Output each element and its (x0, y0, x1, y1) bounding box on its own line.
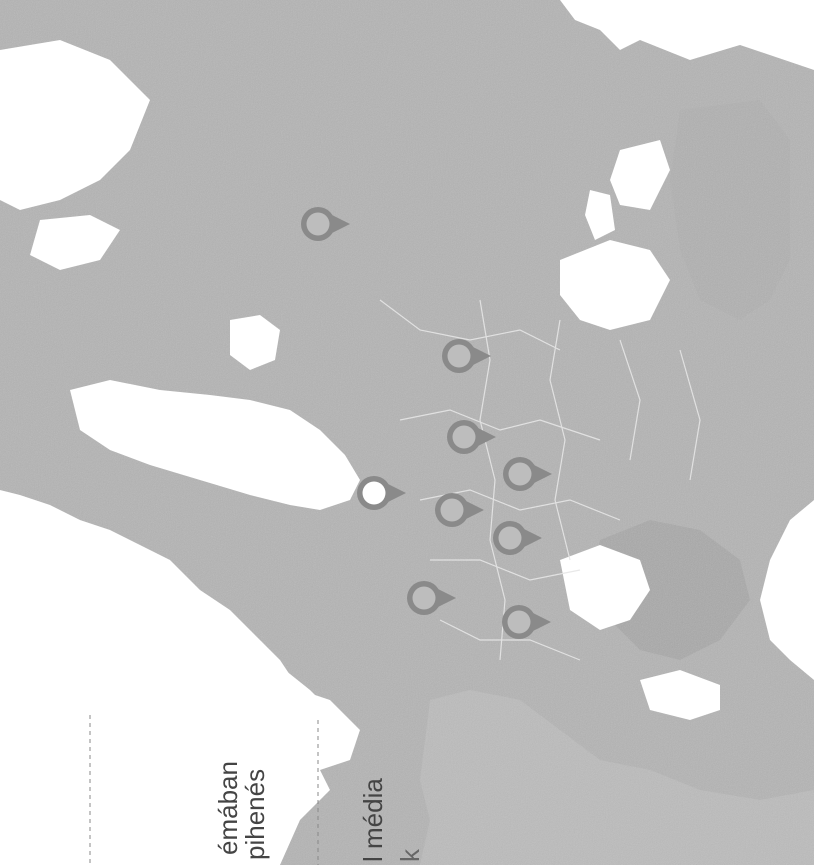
marker-9[interactable] (502, 605, 551, 639)
marker-4[interactable] (503, 457, 552, 491)
marker-1[interactable] (301, 207, 350, 241)
marker-5[interactable] (357, 476, 406, 510)
marker-7[interactable] (493, 521, 542, 555)
markers-layer (301, 207, 552, 639)
marker-8[interactable] (407, 581, 456, 615)
panel-line-4: k (395, 849, 425, 862)
panel-divider-lines (89, 715, 319, 865)
panel-line-2: pihenés (240, 768, 270, 860)
marker-3[interactable] (447, 420, 496, 454)
panel-line-3: l média (358, 778, 388, 862)
marker-2[interactable] (442, 339, 491, 373)
marker-6[interactable] (435, 493, 484, 527)
